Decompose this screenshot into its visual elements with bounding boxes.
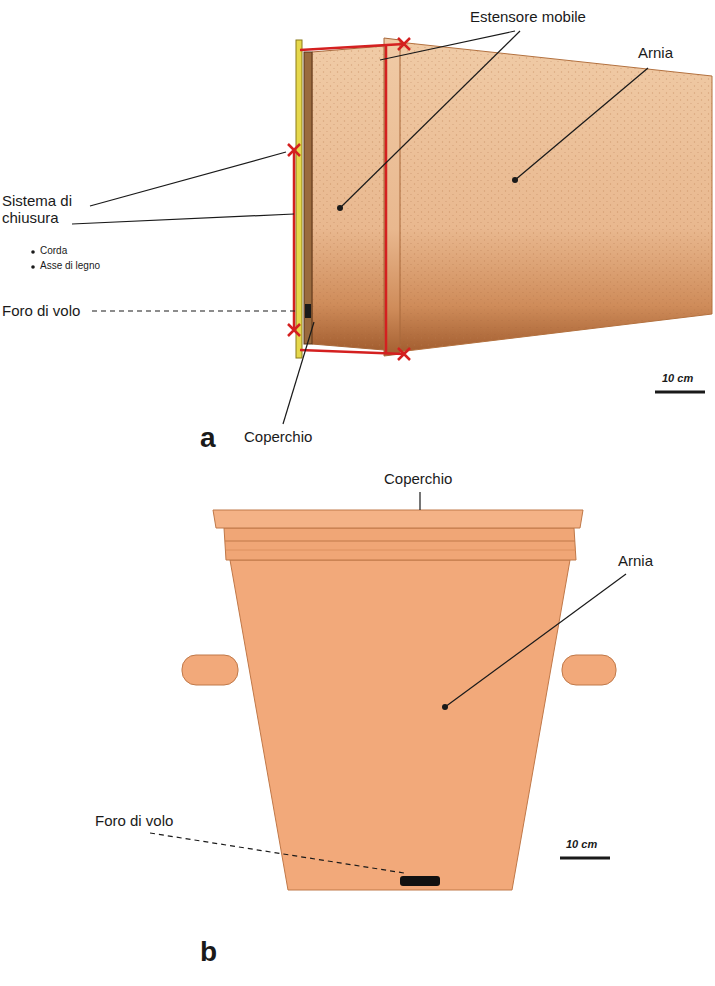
scale-bar	[655, 391, 705, 394]
leader-line	[150, 833, 404, 873]
part-name: Foro di volo	[2, 302, 80, 319]
leader-line	[90, 152, 286, 206]
rope-line	[293, 150, 296, 330]
leader-line	[515, 68, 648, 180]
rope-ring	[385, 44, 388, 354]
leader-dot	[442, 704, 448, 710]
hive-body	[230, 560, 570, 890]
rim-groove	[225, 540, 575, 541]
leader-line	[92, 310, 298, 311]
rope-line	[300, 44, 404, 50]
leader-dot	[512, 177, 518, 183]
leader-lines	[72, 31, 648, 424]
leader-line	[72, 214, 294, 224]
material-name: Corda	[40, 245, 67, 257]
part-name: Sistema di chiusura	[2, 192, 97, 227]
wooden-board	[296, 40, 302, 358]
handle	[562, 655, 616, 685]
bullet	[31, 250, 35, 254]
movable-extender	[312, 46, 384, 350]
bullet	[31, 265, 35, 269]
scale-bar	[560, 857, 610, 860]
rope-line	[300, 350, 404, 354]
hive-b	[150, 492, 626, 890]
leader-line	[419, 492, 420, 510]
leader-line	[445, 574, 626, 707]
rim-groove	[226, 550, 576, 551]
lid	[304, 52, 312, 344]
part-name: Coperchio	[244, 428, 312, 445]
scale-label: 10 cm	[662, 372, 693, 385]
leader-lines	[150, 492, 626, 873]
leader-line	[283, 322, 314, 424]
hive-rim	[384, 38, 400, 356]
hive-a	[31, 31, 712, 424]
part-name: Estensore mobile	[470, 8, 586, 25]
part-name: Foro di volo	[95, 812, 173, 829]
handle	[182, 655, 238, 685]
hive-texture	[395, 42, 712, 352]
flight-hole	[305, 304, 311, 318]
extender-texture	[312, 46, 384, 350]
flight-hole	[400, 876, 440, 886]
rope-knot	[398, 348, 410, 360]
leader-line	[340, 31, 520, 208]
part-name: Arnia	[618, 552, 653, 569]
part-name: Coperchio	[384, 470, 452, 487]
material-name: Asse di legno	[40, 260, 100, 272]
leader-dot	[337, 205, 343, 211]
rope-knot	[398, 38, 410, 50]
scale-label: 10 cm	[566, 838, 597, 851]
hive-body	[395, 42, 712, 352]
figure-letter: b	[200, 936, 217, 968]
part-name: Arnia	[638, 44, 673, 61]
leader-line	[380, 31, 515, 60]
lid	[213, 510, 583, 528]
hive-rim	[224, 528, 576, 560]
figure-letter: a	[200, 422, 216, 454]
